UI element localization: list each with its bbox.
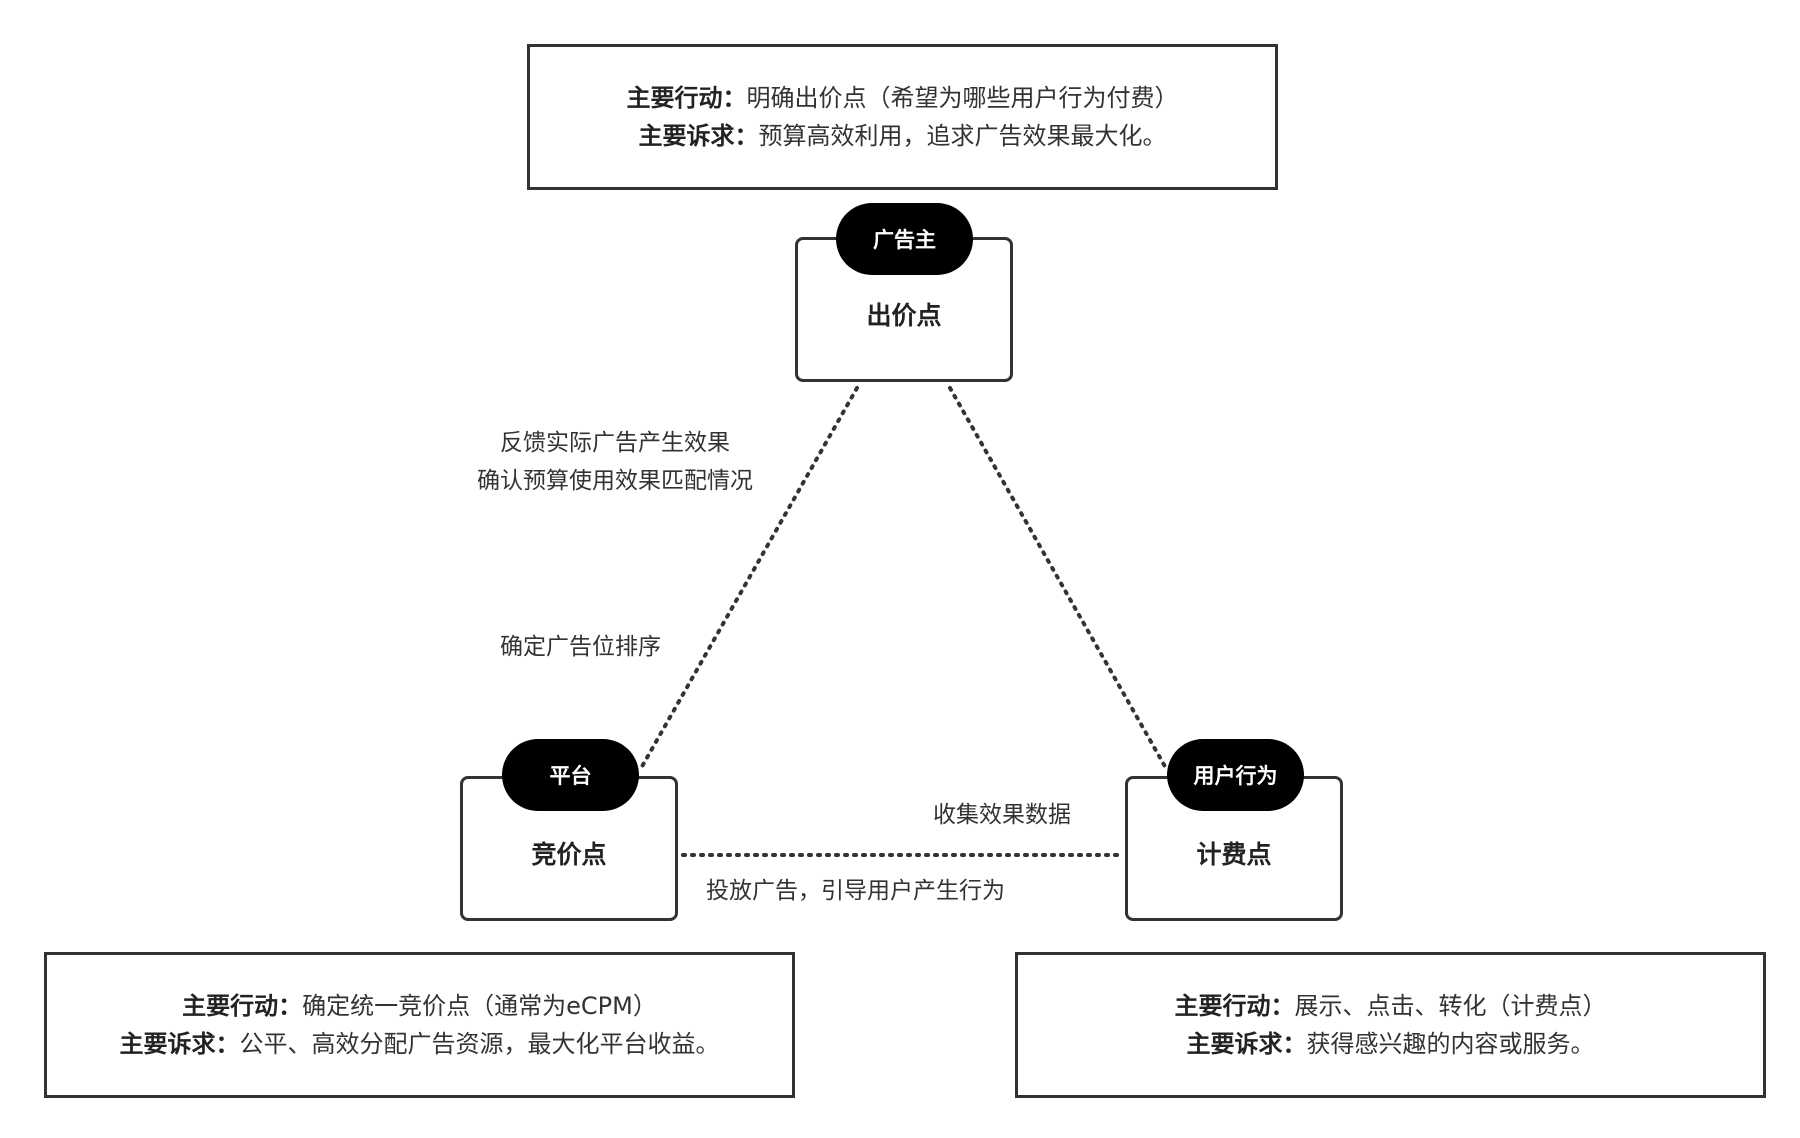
feedback-label: 反馈实际广告产生效果 确认预算使用效果匹配情况: [440, 424, 790, 500]
user-behavior-demand-text: 获得感兴趣的内容或服务。: [1306, 1030, 1595, 1058]
advertiser-action-line: 主要行动：明确出价点（希望为哪些用户行为付费）: [627, 79, 1179, 117]
feedback-label-line1: 反馈实际广告产生效果: [500, 430, 730, 456]
platform-demand-label: 主要诉求：: [119, 1030, 240, 1058]
user-behavior-action-label: 主要行动：: [1174, 992, 1295, 1020]
advertiser-demand-text: 预算高效利用，追求广告效果最大化。: [758, 122, 1167, 150]
user-behavior-demand-line: 主要诉求：获得感兴趣的内容或服务。: [1187, 1025, 1595, 1063]
advertiser-node-label: 出价点: [866, 301, 942, 330]
deliver-label: 投放广告，引导用户产生行为: [706, 878, 1005, 904]
platform-info-box: 主要行动：确定统一竞价点（通常为eCPM） 主要诉求：公平、高效分配广告资源，最…: [44, 952, 795, 1098]
platform-node-label: 竞价点: [531, 840, 607, 869]
connector-advertiser-user-behavior: [948, 386, 1169, 772]
platform-tag: 平台: [502, 739, 639, 811]
user-behavior-action-text: 展示、点击、转化（计费点）: [1294, 992, 1607, 1020]
advertiser-demand-line: 主要诉求：预算高效利用，追求广告效果最大化。: [639, 117, 1167, 155]
user-behavior-tag: 用户行为: [1167, 739, 1304, 811]
advertiser-demand-label: 主要诉求：: [638, 122, 759, 150]
advertiser-info-box: 主要行动：明确出价点（希望为哪些用户行为付费） 主要诉求：预算高效利用，追求广告…: [527, 44, 1278, 190]
platform-action-line: 主要行动：确定统一竞价点（通常为eCPM）: [182, 987, 657, 1025]
user-behavior-demand-label: 主要诉求：: [1186, 1030, 1307, 1058]
connector-advertiser-platform: [638, 386, 859, 772]
advertiser-action-label: 主要行动：: [626, 84, 747, 112]
advertiser-action-text: 明确出价点（希望为哪些用户行为付费）: [746, 84, 1179, 112]
collect-label: 收集效果数据: [933, 802, 1071, 828]
ranking-label: 确定广告位排序: [500, 634, 661, 660]
user-behavior-action-line: 主要行动：展示、点击、转化（计费点）: [1175, 987, 1607, 1025]
user-behavior-info-box: 主要行动：展示、点击、转化（计费点） 主要诉求：获得感兴趣的内容或服务。: [1015, 952, 1766, 1098]
platform-action-text: 确定统一竞价点（通常为eCPM）: [302, 992, 657, 1020]
platform-demand-text: 公平、高效分配广告资源，最大化平台收益。: [239, 1030, 720, 1058]
advertiser-tag: 广告主: [836, 203, 973, 275]
platform-demand-line: 主要诉求：公平、高效分配广告资源，最大化平台收益。: [120, 1025, 720, 1063]
user-behavior-node-label: 计费点: [1196, 840, 1272, 869]
feedback-label-line2: 确认预算使用效果匹配情况: [477, 468, 753, 494]
platform-action-label: 主要行动：: [182, 992, 303, 1020]
